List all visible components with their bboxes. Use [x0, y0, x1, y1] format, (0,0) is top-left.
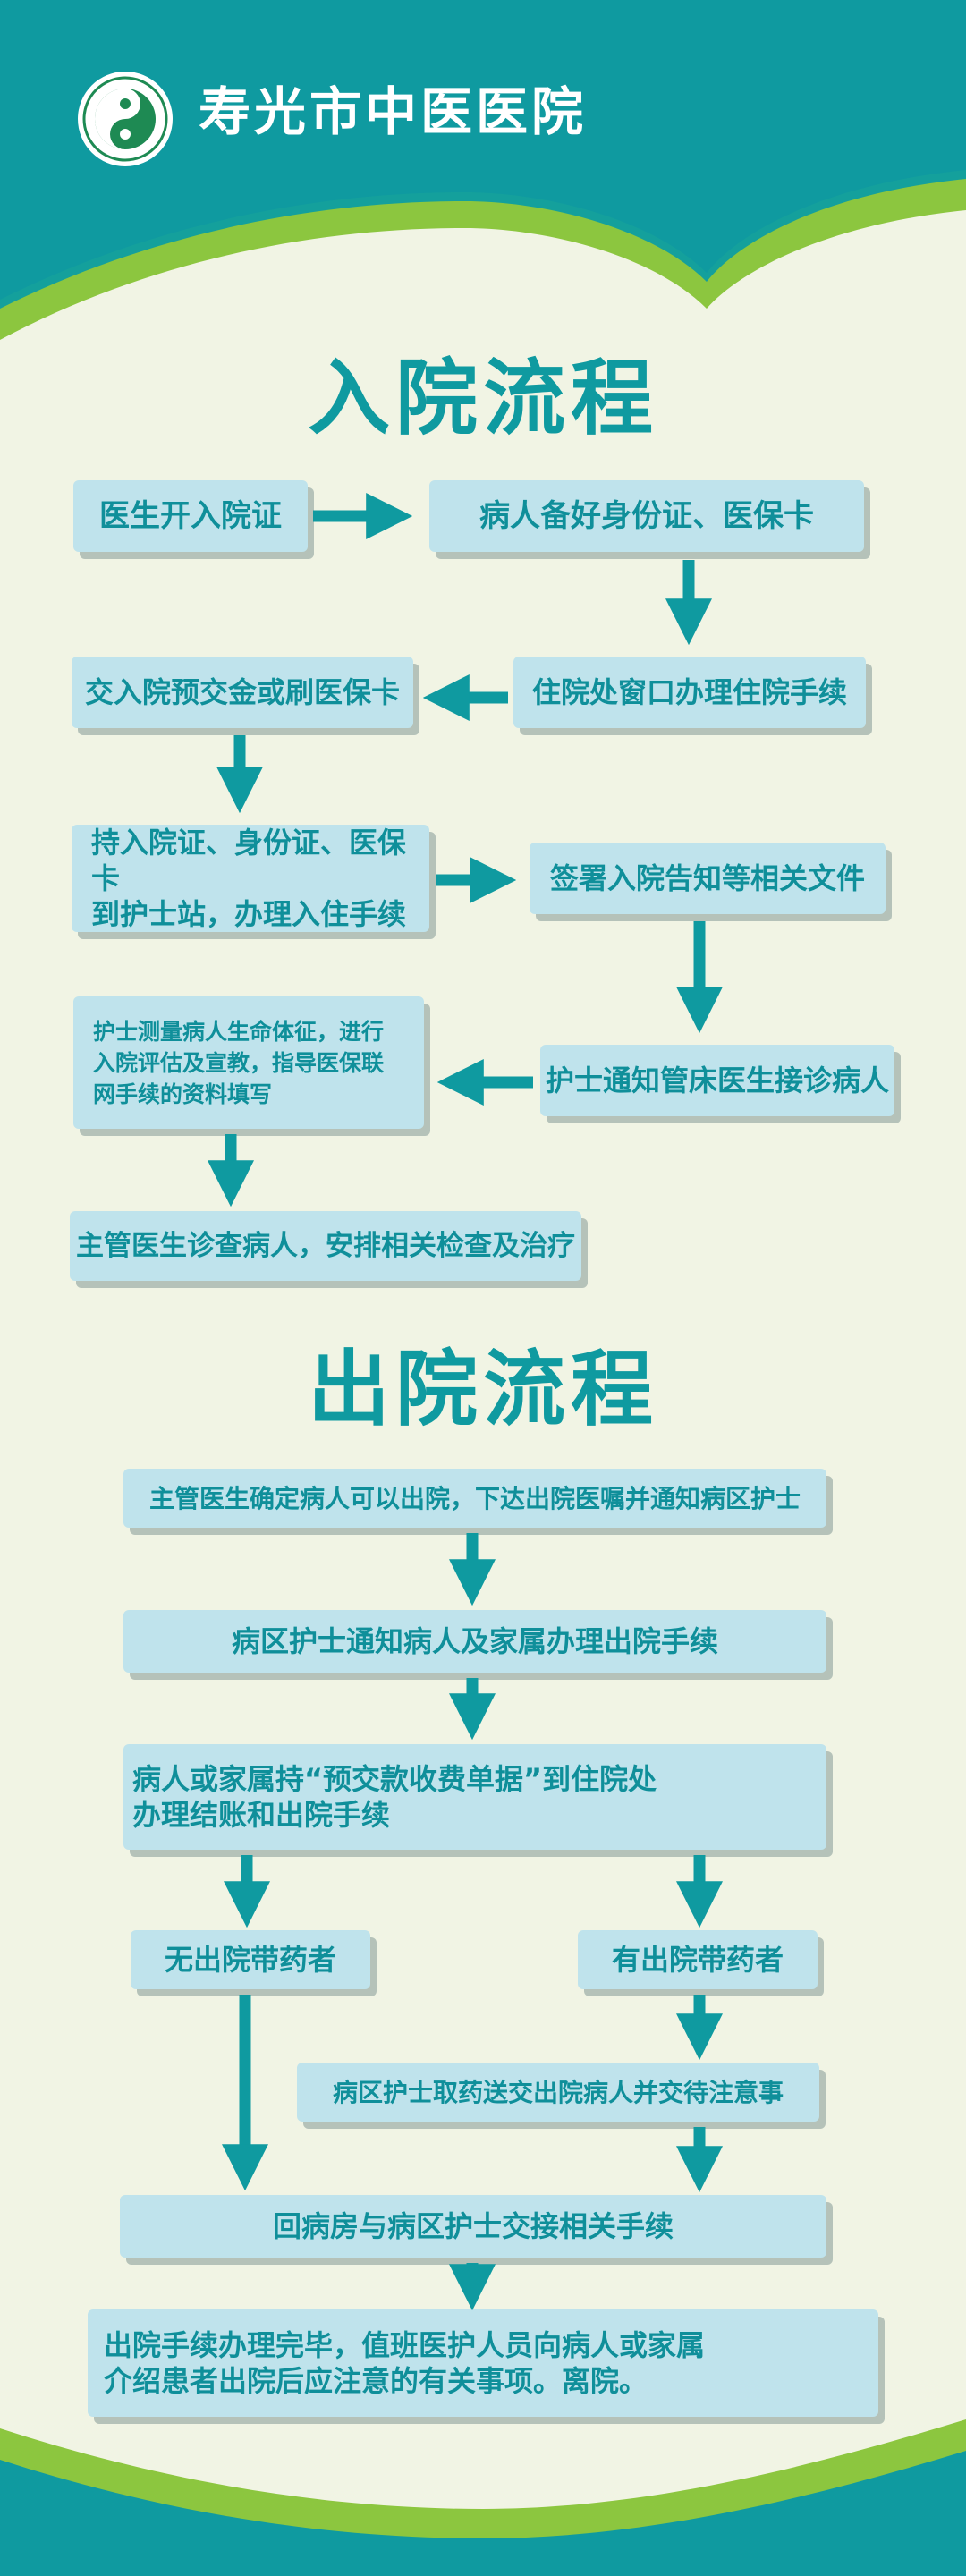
admission-step-2-label: 病人备好身份证、医保卡 [479, 497, 814, 534]
discharge-step-handover-label: 回病房与病区护士交接相关手续 [272, 2209, 674, 2243]
discharge-step-2: 病区护士通知病人及家属办理出院手续 [123, 1610, 826, 1673]
discharge-with-medication-label: 有出院带药者 [611, 1943, 784, 1977]
admission-step-1-label: 医生开入院证 [99, 497, 282, 534]
admission-step-6-label: 签署入院告知等相关文件 [549, 861, 865, 895]
discharge-with-medication: 有出院带药者 [578, 1930, 818, 1989]
discharge-step-final: 出院手续办理完毕，值班医护人员向病人或家属 介绍患者出院后应注意的有关事项。离院… [88, 2309, 878, 2417]
discharge-no-medication: 无出院带药者 [131, 1930, 370, 1989]
admission-step-4: 交入院预交金或刷医保卡 [72, 657, 413, 728]
discharge-step-medication: 病区护士取药送交出院病人并交待注意事 [297, 2063, 819, 2122]
discharge-step-2-label: 病区护士通知病人及家属办理出院手续 [231, 1624, 718, 1658]
admission-step-8: 护士测量病人生命体征，进行 入院评估及宣教，指导医保联 网手续的资料填写 [73, 996, 424, 1129]
admission-step-1: 医生开入院证 [73, 480, 308, 552]
admission-step-5-label: 持入院证、身份证、医保卡 到护士站，办理入住手续 [91, 826, 407, 931]
discharge-step-final-label: 出院手续办理完毕，值班医护人员向病人或家属 介绍患者出院后应注意的有关事项。离院… [104, 2328, 706, 2398]
discharge-step-1: 主管医生确定病人可以出院，下达出院医嘱并通知病区护士 [123, 1469, 826, 1528]
admission-step-6: 签署入院告知等相关文件 [530, 843, 886, 914]
admission-step-5: 持入院证、身份证、医保卡 到护士站，办理入住手续 [72, 825, 429, 932]
discharge-step-3-label: 病人或家属持“预交款收费单据”到住院处 办理结账和出院手续 [132, 1762, 657, 1832]
hospital-logo [78, 72, 173, 166]
admission-step-7: 护士通知管床医生接诊病人 [540, 1045, 894, 1116]
admission-step-7-label: 护士通知管床医生接诊病人 [545, 1063, 889, 1097]
admission-title: 入院流程 [307, 351, 658, 446]
discharge-title: 出院流程 [307, 1342, 658, 1437]
admission-step-9-label: 主管医生诊查病人，安排相关检查及治疗 [76, 1229, 575, 1262]
admission-step-8-label: 护士测量病人生命体征，进行 入院评估及宣教，指导医保联 网手续的资料填写 [93, 1018, 385, 1107]
discharge-step-3: 病人或家属持“预交款收费单据”到住院处 办理结账和出院手续 [123, 1744, 826, 1850]
admission-step-3-label: 住院处窗口办理住院手续 [531, 675, 847, 709]
discharge-step-1-label: 主管医生确定病人可以出院，下达出院医嘱并通知病区护士 [148, 1483, 801, 1513]
discharge-step-handover: 回病房与病区护士交接相关手续 [120, 2195, 826, 2258]
admission-step-9: 主管医生诊查病人，安排相关检查及治疗 [70, 1211, 581, 1281]
discharge-no-medication-label: 无出院带药者 [164, 1943, 336, 1977]
discharge-step-medication-label: 病区护士取药送交出院病人并交待注意事 [332, 2077, 784, 2107]
admission-step-4-label: 交入院预交金或刷医保卡 [84, 675, 400, 709]
admission-step-2: 病人备好身份证、医保卡 [429, 480, 864, 552]
hospital-name: 寿光市中医医院 [199, 81, 588, 142]
admission-step-3: 住院处窗口办理住院手续 [513, 657, 866, 728]
